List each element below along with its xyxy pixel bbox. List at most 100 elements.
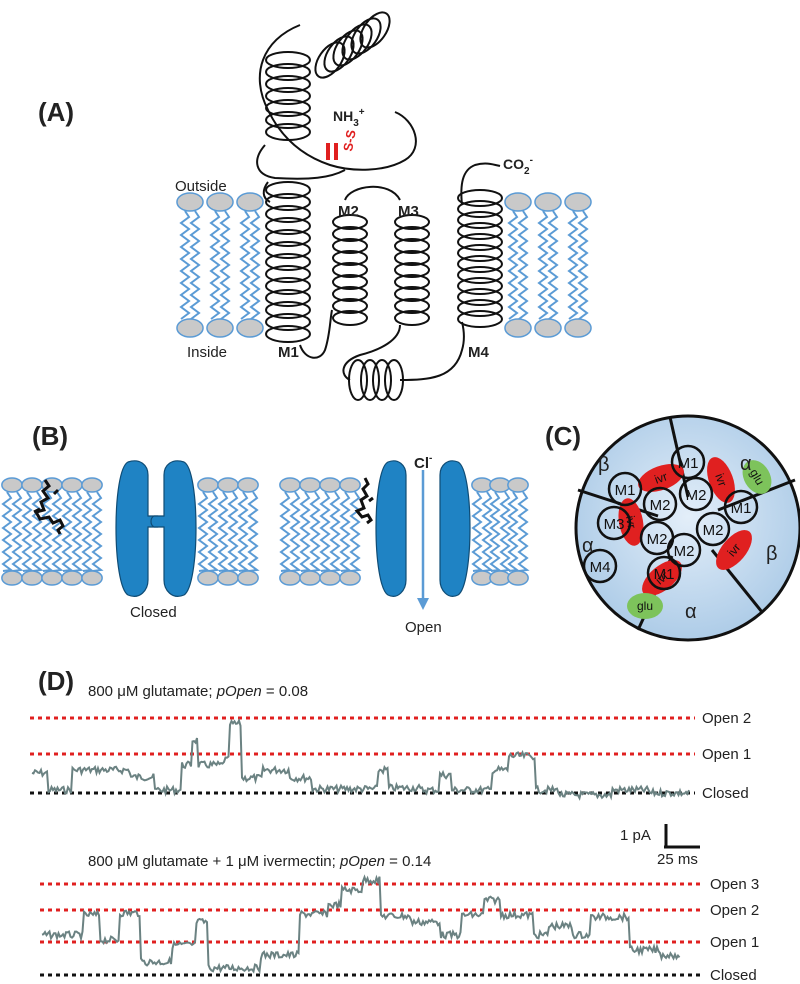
panel-label-a: (A) (38, 97, 74, 127)
lipid-headgroup (21, 570, 43, 586)
lipid-headgroup (81, 570, 103, 586)
helix-turn (457, 222, 503, 240)
lipid-headgroup (279, 477, 301, 493)
m2-helix (332, 214, 368, 326)
lipid-headgroup (299, 570, 321, 586)
m2-label: M2 (338, 203, 359, 220)
lipid-headgroup (197, 477, 219, 493)
helix-circle-label: M1 (615, 482, 636, 499)
loop-backbone-lower (256, 144, 346, 180)
outside-label: Outside (175, 178, 227, 195)
helix-turn (457, 200, 503, 218)
helix-circle-label: M2 (650, 497, 671, 514)
beta-label: β (766, 543, 778, 565)
intracellular-helix (348, 359, 404, 401)
trace1-title: 800 μM glutamate; pOpen = 0.08 (88, 683, 308, 700)
lipid-tail (517, 210, 529, 320)
lipid-headgroup (21, 477, 43, 493)
trace1-current (31, 717, 690, 801)
helix-turn (394, 238, 430, 254)
lipid-tail (577, 210, 589, 320)
helix-turn (394, 286, 430, 302)
lipid-tail (227, 491, 240, 572)
helix-turn (265, 289, 311, 307)
lipid-headgroup (339, 477, 361, 493)
trace2-open1-label: Open 1 (710, 934, 759, 951)
subunit-boundary (717, 478, 796, 512)
glu-site (742, 460, 772, 494)
lipid-tail (507, 210, 519, 320)
trace2-open3-label: Open 3 (710, 876, 759, 893)
lipid-tail (179, 210, 191, 320)
loop-m1-m2 (299, 309, 333, 359)
helix-turn (265, 111, 311, 129)
helix-turn (332, 226, 368, 242)
lipid-headgroup (319, 477, 341, 493)
lipid-tail (547, 210, 559, 320)
scale-bar (664, 824, 700, 849)
helix-turn (394, 298, 430, 314)
lipid-tail (567, 210, 579, 320)
lipid-headgroup (534, 192, 562, 212)
m3-label: M3 (398, 203, 419, 220)
loop-intracellular-m4 (399, 321, 465, 381)
lipid-headgroup (176, 318, 204, 338)
cterm-tail (460, 162, 501, 206)
lipid-headgroup (61, 477, 83, 493)
ivr-site (707, 457, 735, 503)
lipid-headgroup (507, 570, 529, 586)
ivermectin-molecule-open (354, 477, 374, 525)
lipid-headgroup (206, 192, 234, 212)
lipid-tail (309, 491, 322, 572)
extracellular-helix (265, 51, 311, 141)
helix-turn (332, 286, 368, 302)
lipid-tail (239, 210, 251, 320)
lipid-headgroup (1, 570, 23, 586)
lipid-headgroup (1, 477, 23, 493)
helix-turn (457, 211, 503, 229)
lipid-headgroup (507, 477, 529, 493)
helix-turn (332, 298, 368, 314)
helix-circle-label: M2 (703, 522, 724, 539)
helix-circle-label: M1 (678, 455, 699, 472)
lipid-headgroup (237, 570, 259, 586)
helix-turn (332, 250, 368, 266)
helix-turn (265, 301, 311, 319)
helix-circle-label: M1 (731, 500, 752, 517)
lipid-tail (471, 491, 484, 572)
m1-label: M1 (278, 344, 299, 361)
closed-label: Closed (130, 604, 177, 621)
helix-turn (265, 229, 311, 247)
helix-turn (265, 325, 311, 343)
alpha-label: α (740, 453, 752, 475)
ivr-site (716, 530, 752, 570)
lipid-tail (219, 210, 231, 320)
panel-label-d: (D) (38, 666, 74, 696)
trace2-current (41, 874, 681, 975)
lipid-tail (319, 491, 332, 572)
helix-turn (265, 253, 311, 271)
lipid-headgroup (504, 192, 532, 212)
helix-turn (350, 17, 382, 55)
helix-turn (394, 262, 430, 278)
lipid-tail (339, 491, 352, 572)
lipid-tail (217, 491, 230, 572)
lipid-tail (197, 491, 210, 572)
lipid-tail (247, 491, 260, 572)
trace2-open2-label: Open 2 (710, 902, 759, 919)
helix-circle-m1 (670, 444, 706, 480)
helix-turn (265, 241, 311, 259)
alpha-label: α (582, 535, 594, 557)
lipid-headgroup (299, 477, 321, 493)
trace1-open1-label: Open 1 (702, 746, 751, 763)
helix-circle-m1 (607, 471, 643, 507)
lipid-tail (237, 491, 250, 572)
lipid-bilayer-right (504, 192, 592, 338)
inside-label: Inside (187, 344, 227, 361)
lipid-tail (349, 491, 362, 572)
helix-circle-m1 (723, 489, 759, 525)
lipid-headgroup (176, 192, 204, 212)
lipid-headgroup (236, 318, 264, 338)
scale-current-label: 1 pA (620, 827, 651, 844)
